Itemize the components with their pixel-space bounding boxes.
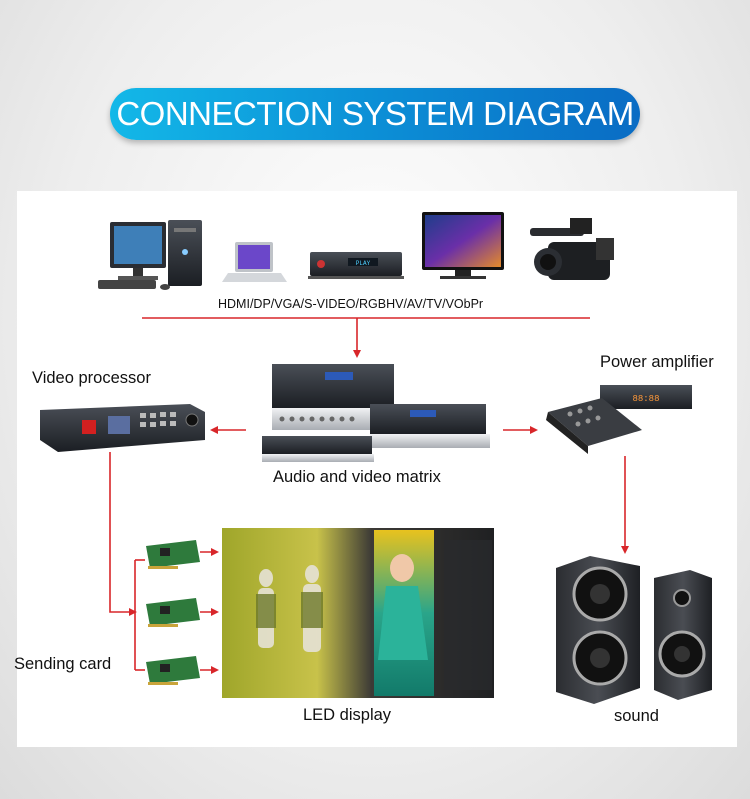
dvd-display-text: PLAY xyxy=(356,260,371,267)
television-icon xyxy=(422,212,504,279)
sending-card-label: Sending card xyxy=(14,655,112,673)
video-processor-device xyxy=(40,404,205,452)
connector-lines xyxy=(109,317,629,674)
power-amplifier-label: Power amplifier xyxy=(600,353,714,371)
speakers-device xyxy=(556,556,712,704)
video-processor-label: Video processor xyxy=(32,369,151,387)
laptop-icon xyxy=(222,242,287,282)
led-display-label: LED display xyxy=(303,706,392,724)
av-matrix-device xyxy=(262,364,490,462)
desktop-computer-icon xyxy=(98,220,202,290)
dvd-player-icon: PLAY xyxy=(308,252,404,279)
processor-to-cards-line xyxy=(109,452,137,616)
title-banner: CONNECTION SYSTEM DIAGRAM xyxy=(110,88,640,140)
led-display-scene xyxy=(222,528,494,698)
sound-label: sound xyxy=(614,707,659,725)
page-title: CONNECTION SYSTEM DIAGRAM xyxy=(116,95,634,132)
power-amplifier-device: 88:88 xyxy=(546,385,692,454)
matrix-label: Audio and video matrix xyxy=(273,468,441,486)
video-camera-icon xyxy=(530,218,614,280)
amplifier-display-text: 88:88 xyxy=(632,394,659,404)
sending-card-1 xyxy=(146,540,200,569)
source-signal-caption: HDMI/DP/VGA/S-VIDEO/RGBHV/AV/TV/VObPr xyxy=(218,297,484,311)
sending-card-3 xyxy=(146,656,200,685)
sending-card-2 xyxy=(146,598,200,627)
